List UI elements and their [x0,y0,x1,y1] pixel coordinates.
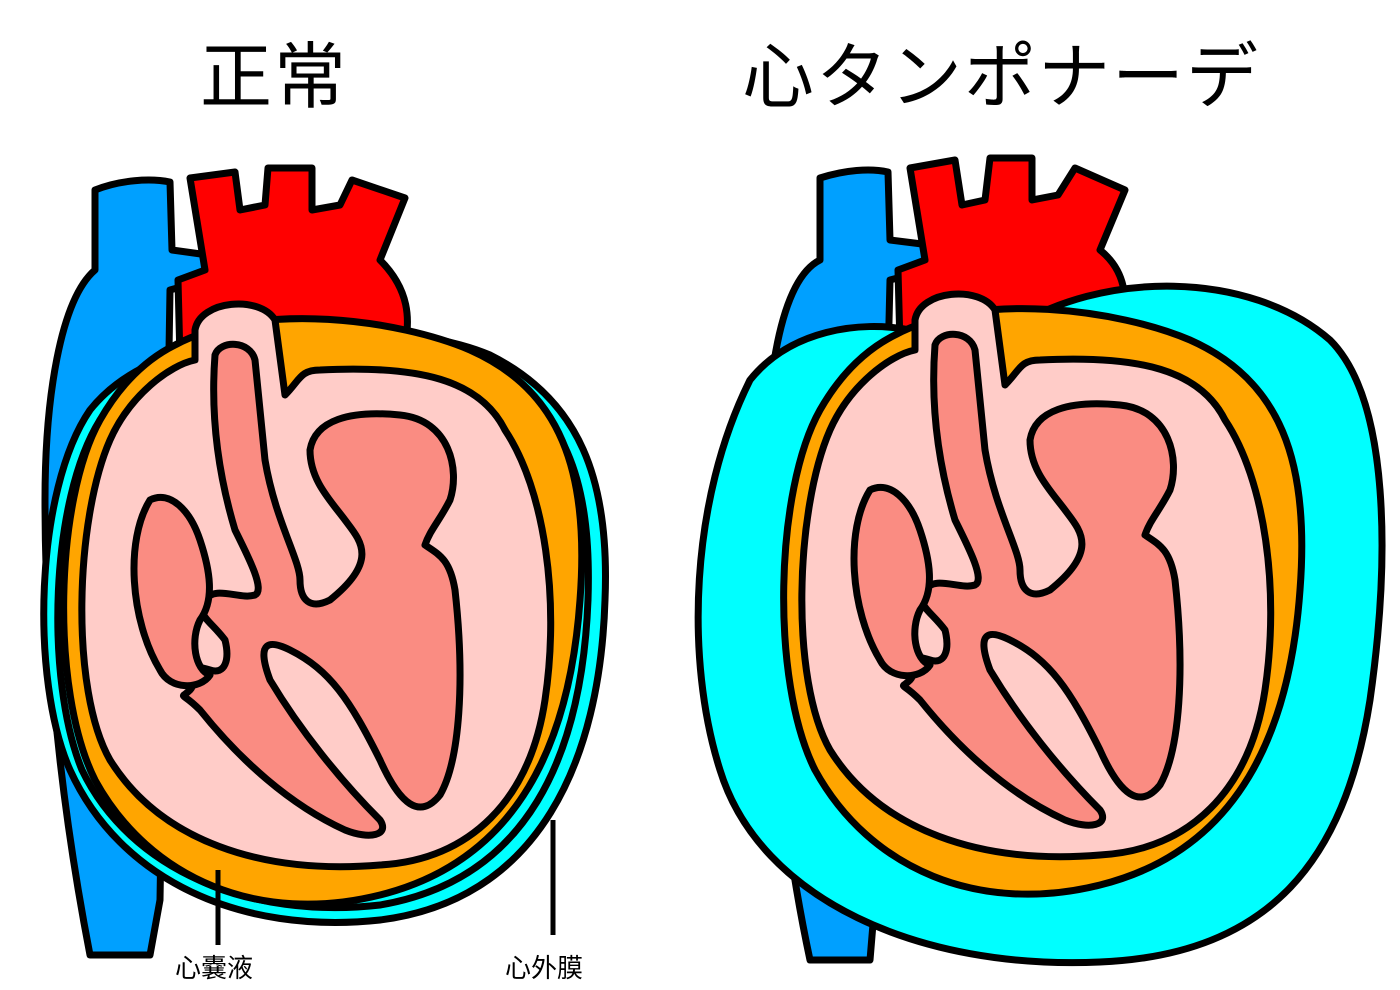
normal-heart [40,164,610,959]
title-tamponade: 心タンポナーデ [742,35,1261,119]
heart-core [64,304,582,904]
label-epicardium: 心外膜 [505,954,584,984]
tamponade-heart [694,154,1386,967]
title-normal: 正常 [200,35,349,119]
heart-core [784,294,1302,894]
label-pericardial-fluid: 心嚢液 [175,954,254,984]
